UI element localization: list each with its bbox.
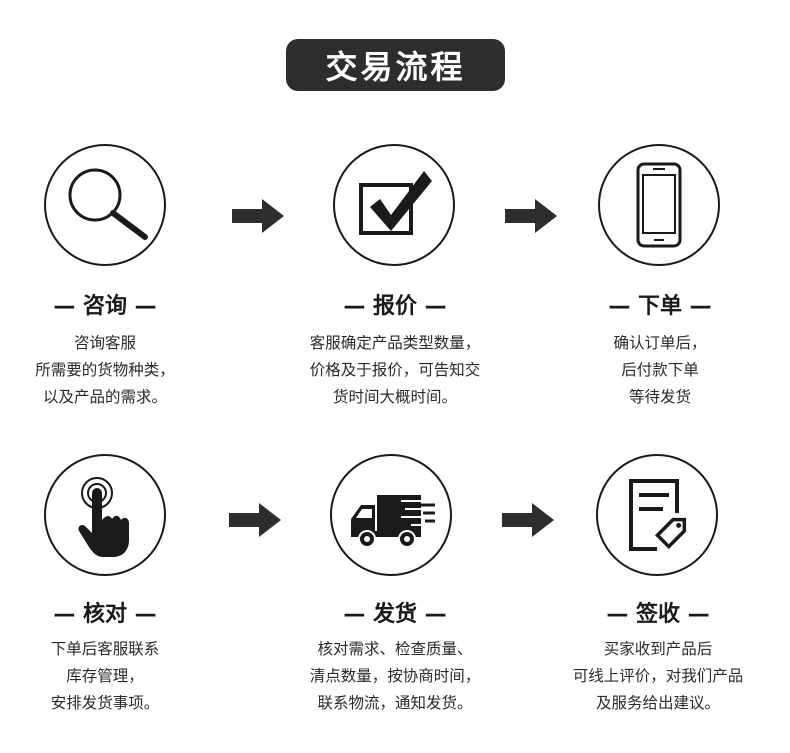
step-desc-consult: 咨询客服 所需要的货物种类， 以及产品的需求。 <box>35 334 175 406</box>
receive-circle <box>596 454 718 576</box>
arrow-right-icon <box>229 503 281 537</box>
step-desc-quote: 客服确定产品类型数量， 价格及于报价，可告知交 货时间大概时间。 <box>309 334 481 406</box>
ship-circle <box>330 454 452 576</box>
step-title-ship: — 发货 — <box>343 602 447 627</box>
magnifier-icon <box>68 168 148 240</box>
step-desc-receive: 买家收到产品后 可线上评价，对我们产品 及服务给出建议。 <box>572 640 744 712</box>
document-sign-icon <box>629 479 687 551</box>
step-title-receive: — 签收 — <box>606 602 710 627</box>
step-desc-ship: 核对需求、检查质量、 清点数量，按协商时间， 联系物流，通知发货。 <box>309 640 481 712</box>
quote-circle <box>333 144 455 266</box>
step-desc-order: 确认订单后， 后付款下单 等待发货 <box>613 334 707 406</box>
smartphone-icon <box>636 162 682 248</box>
finger-tap-icon <box>78 477 129 557</box>
delivery-truck-icon <box>351 495 435 548</box>
page-title: 交易流程 <box>286 39 505 91</box>
step-title-verify: — 核对 — <box>53 602 157 627</box>
consult-circle <box>44 144 166 266</box>
order-circle <box>598 144 720 266</box>
checkbox-check-icon <box>359 171 432 235</box>
verify-circle <box>44 454 166 576</box>
step-title-consult: — 咨询 — <box>53 294 157 319</box>
step-title-order: — 下单 — <box>608 294 712 319</box>
arrow-right-icon <box>232 199 284 233</box>
step-desc-verify: 下单后客服联系 库存管理， 安排发货事项。 <box>50 640 160 712</box>
arrow-right-icon <box>502 503 554 537</box>
step-title-quote: — 报价 — <box>343 294 447 319</box>
arrow-right-icon <box>505 199 557 233</box>
